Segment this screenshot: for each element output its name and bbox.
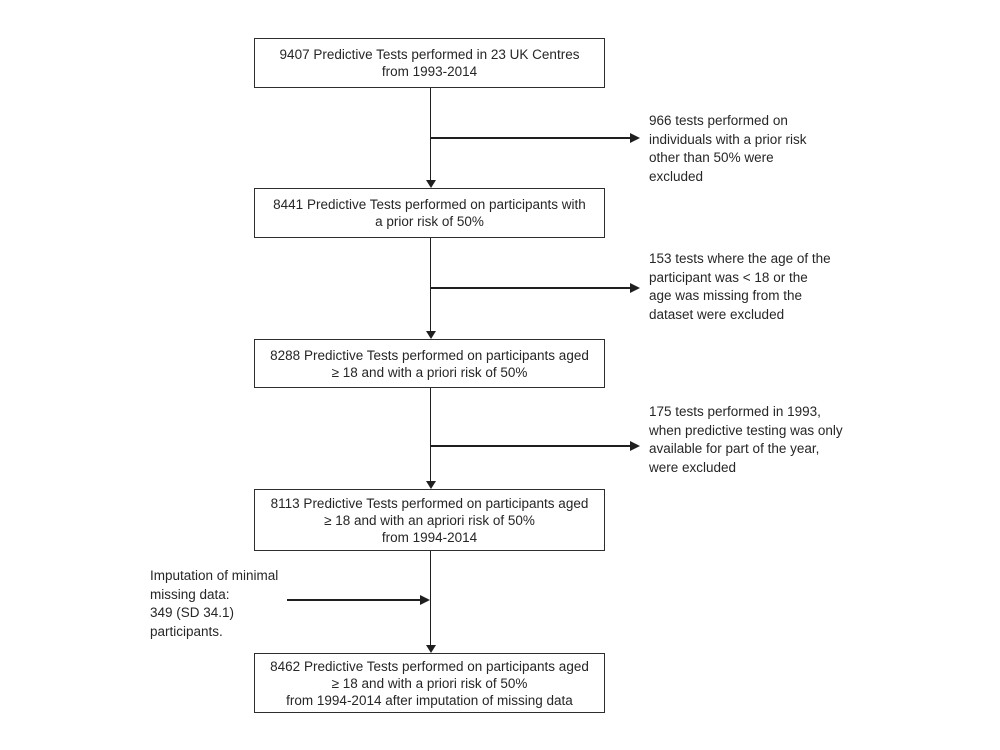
arrow-down-1-line xyxy=(429,88,431,181)
arrow-down-2-line xyxy=(429,238,431,332)
flow-box-8288: 8288 Predictive Tests performed on parti… xyxy=(254,339,605,388)
flow-box-8113-text: 8113 Predictive Tests performed on parti… xyxy=(270,495,589,545)
arrow-down-4-line xyxy=(429,551,431,646)
arrow-down-1-head-icon xyxy=(425,180,436,188)
arrow-down-3-head-icon xyxy=(425,481,436,489)
imputation-arrow-head-icon xyxy=(420,595,430,605)
arrow-down-3-line xyxy=(429,388,431,482)
exclusion-note-175: 175 tests performed in 1993, when predic… xyxy=(649,404,843,475)
arrow-down-4-head-icon xyxy=(425,645,436,653)
exclusion-note-153: 153 tests where the age of the participa… xyxy=(649,251,831,322)
imputation-arrow-line xyxy=(287,599,420,601)
branch-arrow-2-line xyxy=(430,287,630,289)
flow-box-9407-text: 9407 Predictive Tests performed in 23 UK… xyxy=(279,47,580,79)
imputation-note: Imputation of minimal missing data: 349 … xyxy=(150,568,279,639)
flow-box-8462: 8462 Predictive Tests performed on parti… xyxy=(254,653,605,713)
branch-arrow-1-head-icon xyxy=(630,133,640,143)
exclusion-note-966: 966 tests performed on individuals with … xyxy=(649,113,807,184)
arrow-down-2-head-icon xyxy=(425,331,436,339)
flow-box-9407: 9407 Predictive Tests performed in 23 UK… xyxy=(254,38,605,88)
flow-box-8288-text: 8288 Predictive Tests performed on parti… xyxy=(270,347,589,380)
branch-arrow-3-head-icon xyxy=(630,441,640,451)
flow-box-8441-text: 8441 Predictive Tests performed on parti… xyxy=(273,197,586,229)
branch-arrow-2-head-icon xyxy=(630,283,640,293)
flow-box-8462-text: 8462 Predictive Tests performed on parti… xyxy=(270,658,589,708)
branch-arrow-3-line xyxy=(430,445,630,447)
branch-arrow-1-line xyxy=(430,137,630,139)
flow-box-8113: 8113 Predictive Tests performed on parti… xyxy=(254,489,605,551)
flow-box-8441: 8441 Predictive Tests performed on parti… xyxy=(254,188,605,238)
